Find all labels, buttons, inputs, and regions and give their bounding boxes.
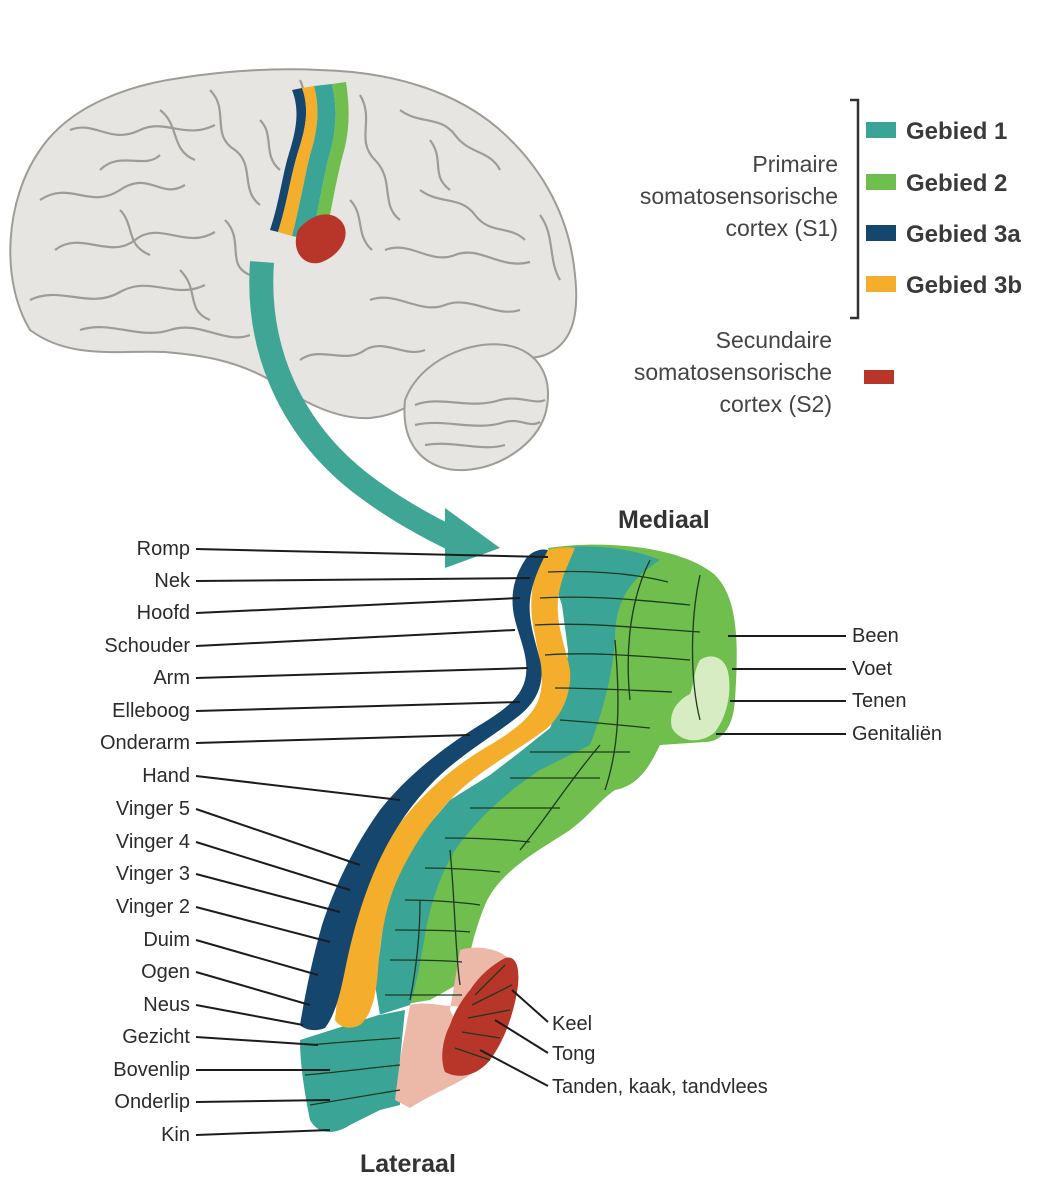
label-voet: Voet [852,658,892,680]
legend-secondary-title-line3: cortex (S2) [720,391,832,417]
label-vinger-4: Vinger 4 [116,831,190,853]
orientation-top-label: Mediaal [618,506,710,534]
cerebellum [403,343,550,472]
label-arm: Arm [153,667,190,689]
area-1-region [300,546,660,1132]
area-2-region [395,544,737,1005]
left-leader-lines [195,548,549,1136]
legend: Primaire somatosensorische cortex (S1) G… [634,98,1022,417]
label-keel: Keel [552,1013,592,1035]
s2-region [442,957,519,1076]
label-onderlip: Onderlip [114,1091,190,1113]
brain-s1-strip [270,82,349,240]
label-been: Been [852,625,899,647]
legend-swatch-gebied-1 [866,122,896,138]
legend-secondary-title-line1: Secundaire [716,327,832,353]
legend-swatch-gebied-3b [866,276,896,292]
label-vinger-3: Vinger 3 [116,863,190,885]
label-schouder: Schouder [104,635,190,657]
label-elleboog: Elleboog [112,700,190,722]
legend-label-gebied-2: Gebied 2 [906,170,1007,197]
legend-primary-title-line3: cortex (S1) [726,215,838,241]
legend-bracket [850,98,860,320]
label-tong: Tong [552,1043,595,1065]
legend-swatch-gebied-2 [866,174,896,190]
right-labels: Been Voet Tenen Genitaliën Keel Tong Tan… [552,625,942,1098]
area-light-patch [671,656,730,741]
label-tanden-kaak-tandvlees: Tanden, kaak, tandvlees [552,1076,768,1098]
legend-label-gebied-3a: Gebied 3a [906,221,1021,248]
orientation-bottom-label: Lateraal [360,1150,456,1178]
label-nek: Nek [154,570,191,592]
label-kin: Kin [161,1124,190,1146]
label-duim: Duim [143,929,190,951]
label-hand: Hand [142,765,190,787]
legend-primary-title-line1: Primaire [752,151,838,177]
legend-secondary-title-line2: somatosensorische [634,359,832,385]
area-3a-region [300,549,548,1031]
label-tenen: Tenen [852,690,907,712]
label-onderarm: Onderarm [100,732,190,754]
legend-swatch-s2 [864,370,894,384]
label-vinger-5: Vinger 5 [116,798,190,820]
label-neus: Neus [143,994,190,1016]
area-3b-region [335,547,575,1028]
label-ogen: Ogen [141,961,190,983]
label-bovenlip: Bovenlip [113,1059,190,1081]
legend-label-gebied-1: Gebied 1 [906,118,1007,145]
label-gezicht: Gezicht [122,1026,190,1048]
zoom-arrow [249,261,500,568]
legend-swatch-gebied-3a [866,225,896,241]
label-vinger-2: Vinger 2 [116,896,190,918]
legend-primary-title-line2: somatosensorische [640,183,838,209]
label-romp: Romp [137,538,190,560]
brain-illustration [9,68,578,472]
brain-s2-patch [295,214,346,264]
label-hoofd: Hoofd [137,602,190,624]
left-labels: Romp Nek Hoofd Schouder Arm Elleboog Ond… [100,538,191,1146]
cortex-section [300,544,737,1132]
label-genitalien: Genitaliën [852,723,942,745]
right-leader-lines [479,635,846,1087]
legend-label-gebied-3b: Gebied 3b [906,272,1022,299]
